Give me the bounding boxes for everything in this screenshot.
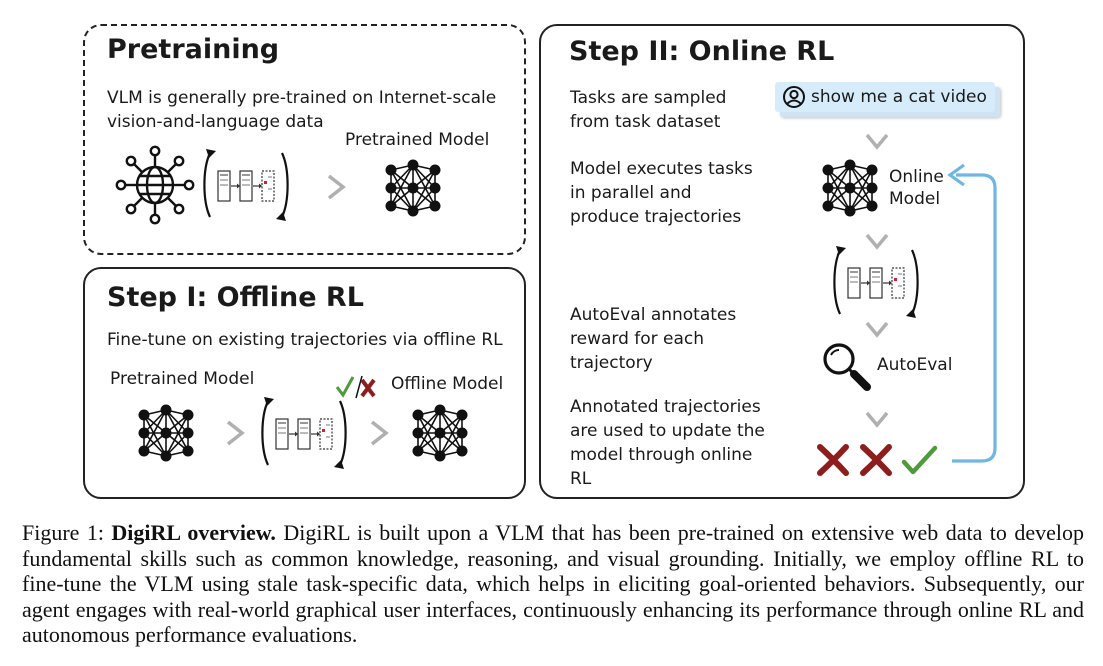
trajectory-cycle-icon bbox=[833, 244, 919, 320]
exec-line3: produce trajectories bbox=[570, 207, 742, 227]
user-circle-icon bbox=[783, 86, 805, 108]
caption-body: DigiRL is built upon a VLM that has been… bbox=[22, 520, 1084, 647]
down-arrow-icon bbox=[865, 233, 889, 250]
check-icon bbox=[901, 445, 938, 475]
pretrained-model-label: Pretrained Model bbox=[345, 130, 490, 150]
task-sample-line2: from task dataset bbox=[570, 112, 721, 132]
offline-rl-title: Step I: Offline RL bbox=[107, 282, 364, 313]
offline-rl-desc: Fine-tune on existing trajectories via o… bbox=[107, 330, 503, 350]
check-cross-icon bbox=[335, 375, 376, 399]
online-rl-panel bbox=[539, 24, 1025, 499]
cross-icon bbox=[817, 444, 849, 476]
pretraining-desc-line2: vision-and-language data bbox=[107, 112, 324, 132]
exec-line2: in parallel and bbox=[570, 183, 692, 203]
pretraining-desc-line1: VLM is generally pre-trained on Internet… bbox=[107, 88, 497, 108]
feedback-loop-arrow bbox=[947, 163, 997, 463]
trajectory-cycle-icon bbox=[261, 395, 347, 471]
down-arrow-icon bbox=[865, 321, 889, 338]
down-arrow-icon bbox=[865, 133, 889, 150]
autoeval-line2: reward for each bbox=[570, 329, 705, 349]
offline-pretrained-label: Pretrained Model bbox=[110, 369, 255, 389]
neural-network-icon bbox=[411, 403, 469, 463]
down-arrow-icon bbox=[865, 411, 889, 428]
caption-bold-title: DigiRL overview. bbox=[111, 520, 276, 545]
pretraining-panel bbox=[83, 24, 526, 255]
caption-figure-label: Figure 1: bbox=[22, 520, 104, 545]
task-sample-line1: Tasks are sampled bbox=[570, 88, 727, 108]
update-line3: model through online bbox=[570, 445, 753, 465]
exec-line1: Model executes tasks bbox=[570, 159, 753, 179]
online-model-label-line1: Online bbox=[889, 167, 944, 187]
figure-caption: Figure 1: DigiRL overview. DigiRL is bui… bbox=[22, 520, 1084, 648]
online-rl-title: Step II: Online RL bbox=[569, 36, 835, 67]
online-model-label-line2: Model bbox=[889, 189, 941, 209]
task-chip: show me a cat video bbox=[775, 82, 995, 112]
update-line4: RL bbox=[570, 469, 592, 489]
flow-arrow-icon bbox=[370, 420, 389, 446]
autoeval-line1: AutoEval annotates bbox=[570, 305, 737, 325]
neural-network-icon bbox=[137, 403, 195, 463]
offline-model-label: Offline Model bbox=[391, 374, 504, 394]
update-line1: Annotated trajectories bbox=[570, 397, 761, 417]
task-chip-text: show me a cat video bbox=[811, 87, 987, 107]
trajectory-cycle-icon bbox=[203, 147, 289, 223]
autoeval-line3: trajectory bbox=[570, 353, 653, 373]
update-line2: are used to update the bbox=[570, 421, 765, 441]
offline-rl-panel bbox=[83, 267, 526, 499]
globe-network-icon bbox=[115, 145, 195, 225]
cross-icon bbox=[860, 444, 892, 476]
flow-arrow-icon bbox=[226, 420, 245, 446]
flow-arrow-icon bbox=[327, 174, 346, 200]
autoeval-label: AutoEval bbox=[877, 355, 953, 375]
magnifier-icon bbox=[823, 343, 871, 391]
neural-network-icon bbox=[821, 158, 879, 218]
neural-network-icon bbox=[384, 158, 442, 218]
pretraining-title: Pretraining bbox=[107, 34, 280, 65]
